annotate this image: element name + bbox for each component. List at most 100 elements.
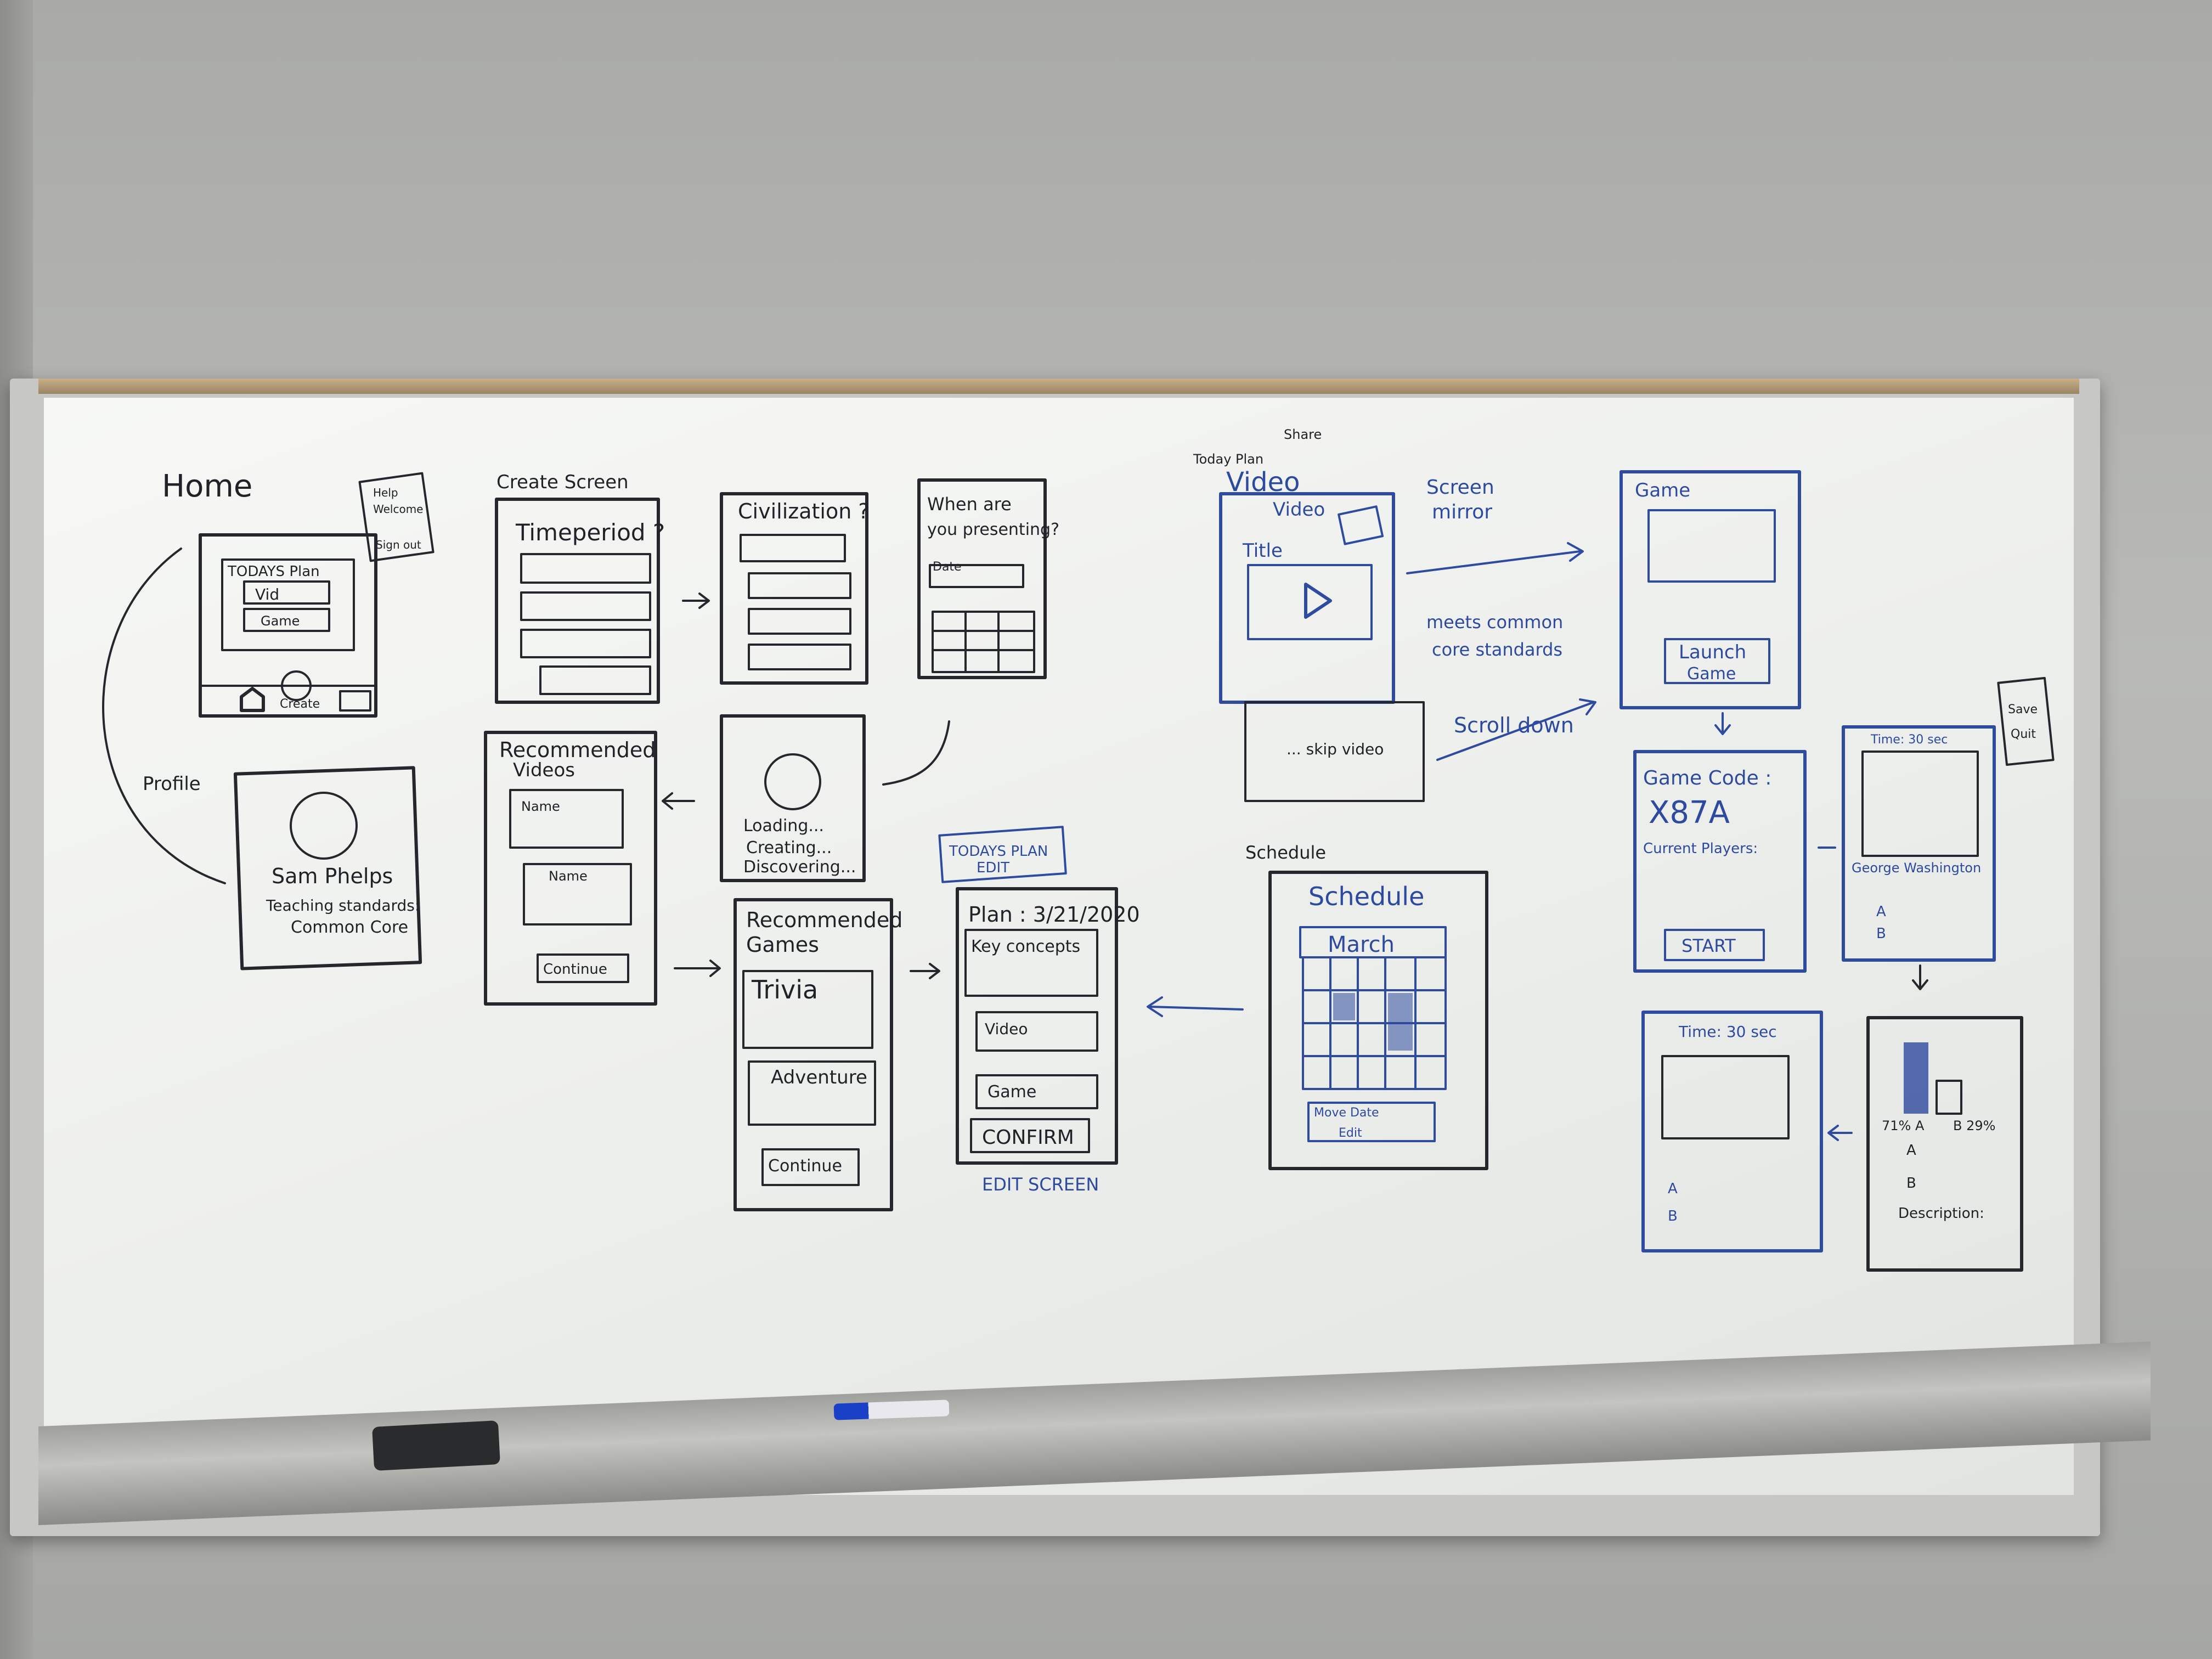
timeperiod-option bbox=[520, 629, 651, 658]
discovering-text: Discovering... bbox=[743, 857, 856, 877]
highlighted-day bbox=[1333, 993, 1355, 1020]
move-date-box bbox=[1307, 1102, 1436, 1142]
arrow bbox=[910, 963, 940, 979]
game-code-label: Game Code : bbox=[1643, 767, 1771, 789]
loading-phone-frame bbox=[720, 714, 866, 882]
arrow bbox=[1714, 712, 1731, 735]
answer-a: A bbox=[1876, 904, 1886, 920]
timer-label: Time: 30 sec bbox=[1870, 733, 1948, 747]
civilization-option bbox=[748, 572, 851, 599]
profile-label: Profile bbox=[143, 773, 201, 795]
trivia-question-sketch: Time: 30 sec George Washington A B Save … bbox=[1842, 676, 2055, 990]
skip-video-label: ... skip video bbox=[1286, 740, 1384, 758]
help-item: Help bbox=[373, 486, 398, 499]
meets-common-core-line1: meets common bbox=[1426, 612, 1563, 633]
calendar-icon bbox=[339, 690, 371, 712]
edit-phone-frame bbox=[956, 887, 1118, 1165]
edit-label: Edit bbox=[1339, 1126, 1362, 1140]
home-icon bbox=[240, 687, 265, 712]
key-concepts-card bbox=[964, 929, 1098, 997]
teaching-standards-label: Teaching standards: bbox=[266, 896, 420, 915]
share-label: Share bbox=[1284, 427, 1322, 442]
arrow bbox=[682, 592, 710, 609]
trivia-card bbox=[742, 970, 873, 1049]
recommended-games-phone-frame bbox=[733, 898, 893, 1211]
continue-label: Continue bbox=[543, 961, 607, 978]
creating-text: Creating... bbox=[746, 838, 832, 857]
schedule-phone-frame bbox=[1268, 871, 1488, 1170]
when-presenting-phone-frame bbox=[917, 478, 1047, 679]
quit-item: Quit bbox=[2011, 727, 2036, 741]
video-title-label: Title bbox=[1242, 540, 1283, 562]
skip-video-section bbox=[1244, 701, 1425, 802]
recommended-videos-sketch: Recommended Videos Name Name Continue bbox=[484, 731, 721, 1006]
next-timer-label: Time: 30 sec bbox=[1678, 1023, 1777, 1041]
recommended-games-line2: Games bbox=[746, 933, 819, 957]
signout-item: Sign out bbox=[376, 538, 421, 551]
civilization-search bbox=[740, 534, 846, 562]
video-card bbox=[523, 863, 632, 926]
game-label: Game bbox=[988, 1082, 1036, 1102]
video-card-label: Video bbox=[1273, 499, 1325, 521]
civilization-label: Civilization ? bbox=[738, 499, 870, 523]
continue-label: Continue bbox=[768, 1156, 842, 1176]
arrow bbox=[674, 960, 721, 977]
arrow bbox=[1912, 964, 1928, 990]
civilization-option bbox=[748, 608, 851, 635]
game-heading: Game bbox=[1635, 479, 1690, 501]
todays-plan-label: TODAYS Plan bbox=[227, 563, 320, 580]
arrow bbox=[1827, 1125, 1853, 1141]
recommended-games-sketch: Recommended Games Trivia Adventure Conti… bbox=[733, 898, 940, 1211]
vid-button bbox=[243, 580, 330, 605]
month-label: March bbox=[1328, 932, 1395, 957]
todays-plan-card bbox=[221, 558, 355, 651]
loading-text: Loading... bbox=[743, 816, 824, 836]
video-name: Name bbox=[549, 868, 588, 884]
results-sketch: 71% A B 29% A B Description: bbox=[1827, 1016, 2023, 1272]
game-sketch: Game Launch Game Game Code : X87A Curren… bbox=[1620, 470, 1836, 973]
description-label: Description: bbox=[1898, 1205, 1984, 1222]
loading-sketch: Loading... Creating... Discovering... bbox=[662, 714, 866, 882]
create-label: Create bbox=[280, 697, 320, 711]
arrow bbox=[1406, 542, 1584, 574]
result-bar-b bbox=[1936, 1080, 1962, 1115]
answer-b: B bbox=[1876, 926, 1886, 942]
continue-button bbox=[537, 953, 629, 983]
screen-mirror-icon bbox=[1338, 505, 1384, 545]
video-sketch: Today Plan Share Video Video Title Scree… bbox=[1193, 427, 1596, 802]
game-code-value: X87A bbox=[1649, 795, 1730, 831]
todays-plan-edit-tag bbox=[938, 826, 1067, 883]
confirm-button bbox=[970, 1118, 1090, 1153]
welcome-item: Welcome bbox=[373, 503, 423, 516]
screen-mirror-line2: mirror bbox=[1432, 501, 1492, 523]
game-label: Game bbox=[261, 613, 300, 629]
screen-mirror-line1: Screen bbox=[1426, 476, 1494, 499]
arrow bbox=[1147, 996, 1244, 1017]
recommended-games-line1: Recommended bbox=[746, 908, 902, 932]
vid-label: Vid bbox=[255, 585, 279, 603]
civilization-option bbox=[748, 644, 851, 670]
when-presenting-line1: When are bbox=[927, 494, 1012, 515]
launch-label: Launch bbox=[1679, 641, 1746, 663]
schedule-sketch: Schedule Schedule March Move Date Edit bbox=[1147, 842, 1488, 1170]
recommended-videos-phone-frame bbox=[484, 731, 657, 1006]
todays-plan-edit-line2: EDIT bbox=[977, 860, 1009, 876]
help-menu-note bbox=[358, 472, 435, 562]
civilization-phone-frame bbox=[720, 492, 868, 685]
question-image bbox=[1861, 751, 1979, 857]
timeperiod-search bbox=[520, 553, 651, 584]
result-answer-a: A bbox=[1906, 1142, 1916, 1159]
move-date-label: Move Date bbox=[1314, 1106, 1379, 1120]
results-phone-frame bbox=[1866, 1016, 2023, 1272]
home-to-profile-arrow bbox=[102, 548, 226, 884]
date-calendar-grid bbox=[932, 611, 1035, 673]
next-question-sketch: Time: 30 sec A B bbox=[1641, 1011, 1823, 1252]
common-core-label: Common Core bbox=[291, 918, 408, 937]
today-plan-label: Today Plan bbox=[1193, 452, 1263, 467]
recommended-videos-line2: Videos bbox=[513, 759, 575, 781]
profile-name: Sam Phelps bbox=[272, 864, 393, 888]
home-phone-frame bbox=[199, 533, 377, 718]
percent-b-label: B 29% bbox=[1953, 1118, 1995, 1133]
recommended-videos-line1: Recommended bbox=[499, 738, 656, 762]
next-question-image bbox=[1661, 1055, 1790, 1139]
